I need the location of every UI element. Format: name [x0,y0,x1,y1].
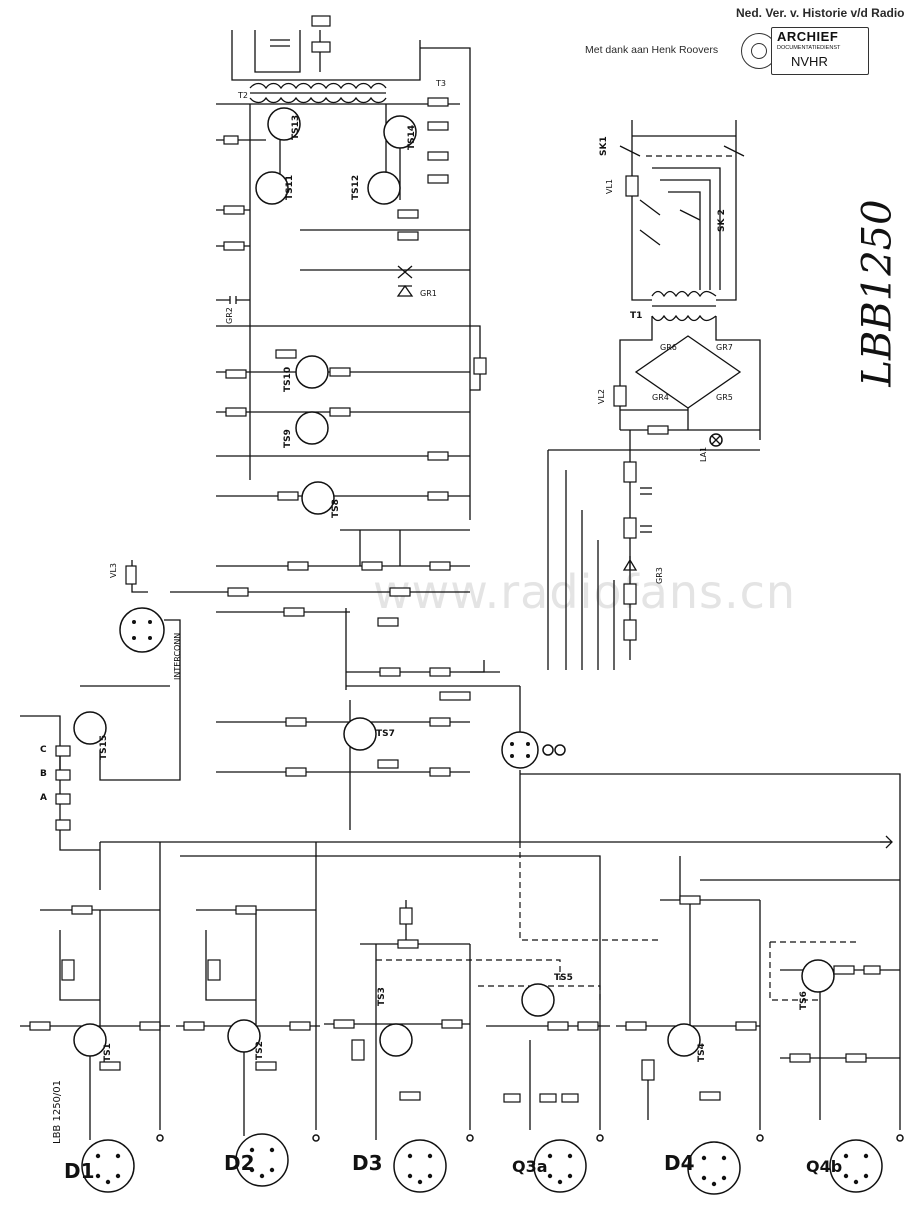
d4-label: D4 [664,1151,695,1175]
ts8-label: TS8 [331,499,341,518]
sk1-label: SK1 [599,136,609,156]
q4b-label: Q4b [806,1157,842,1176]
vl3-label: VL3 [109,563,118,578]
gr2-label: GR2 [225,307,234,324]
gr4-label: GR4 [652,393,669,402]
ts6-label: TS6 [799,991,809,1010]
ts13-label: TS13 [291,115,301,140]
t1-label: T1 [630,311,642,321]
acknowledgement: Met dank aan Henk Roovers [585,44,719,56]
d3-label: D3 [352,1151,383,1175]
selector-a-label: A [40,793,47,803]
sk2-label: SK 2 [717,209,727,232]
d3-connector[interactable] [393,1139,447,1193]
la1-label: LA1 [699,447,708,462]
ts15-label: TS15 [99,735,109,760]
t3-label: T3 [435,79,446,88]
ts3-symbol [379,1023,413,1057]
vl2-label: VL2 [597,389,606,404]
gr7-label: GR7 [716,343,733,352]
d2-label: D2 [224,1151,255,1175]
ts9-label: TS9 [283,429,293,448]
ts6-symbol [801,959,835,993]
q4b-connector[interactable] [829,1139,883,1193]
channel-4: TS4 D4 [616,895,764,1195]
channel-q4b: TS6 Q4b [780,959,904,1193]
stamp-line-3: NVHR [791,54,828,69]
stamp-line-1: ARCHIEF [777,29,839,44]
ts13-symbol [267,107,301,141]
d2-connector[interactable] [235,1133,289,1187]
selector-b-label: B [40,769,47,779]
output-socket [501,731,566,769]
ts7-label: TS7 [376,729,395,739]
model-label: LBB 1250/01 [52,1080,63,1144]
channel-1: TS1 D1 LBB 1250/01 [20,905,170,1193]
q3a-label: Q3a [512,1157,548,1176]
gr3-label: GR3 [655,567,664,584]
t2-label: T2 [237,91,248,100]
ts8-symbol [301,481,335,515]
ts7-symbol [343,717,377,751]
driver-chain: GR2 TS10 TS9 TS8 [216,200,487,518]
interconn-label: INTERCONN [173,633,182,680]
output-socket-connector[interactable] [501,731,539,769]
stamp-box [771,27,869,75]
ts10-symbol [295,355,329,389]
d4-connector[interactable] [687,1141,741,1195]
archive-stamp: ARCHIEF DOCUMENTATIEDIENST NVHR [741,27,869,75]
vl1-label: VL1 [605,179,614,194]
ts12-symbol [367,171,401,205]
mixer-bus [170,529,521,740]
ts5-symbol [521,983,555,1017]
ts7-stage: TS7 [216,700,470,830]
ts3-label: TS3 [377,987,387,1006]
ts2-label: TS2 [255,1041,265,1060]
ts1-label: TS1 [103,1043,113,1062]
ts1-symbol [73,1023,107,1057]
ts12-label: TS12 [351,175,361,200]
output-transformer: T2 T3 [231,15,471,520]
q3a-connector[interactable] [533,1139,587,1193]
ts9-symbol [295,411,329,445]
d1-label: D1 [64,1159,95,1183]
channel-2: TS2 D2 [176,905,320,1187]
ts4-label: TS4 [697,1043,707,1062]
d1-connector[interactable] [81,1139,135,1193]
ts11-label: TS11 [285,175,295,200]
ts4-symbol [667,1023,701,1057]
ts14-symbol [383,115,417,149]
archive-title: Ned. Ver. v. Historie v/d Radio [736,6,905,20]
gr6-label: GR6 [660,343,677,352]
stamp-line-2: DOCUMENTATIEDIENST [777,45,841,51]
ts5-label: TS5 [554,973,573,983]
gr5-label: GR5 [716,393,733,402]
channel-3: TS3 D3 [324,900,561,1193]
ts11-symbol [255,171,289,205]
output-stage: TS13 TS14 TS11 TS12 GR1 [216,97,470,298]
ts10-label: TS10 [283,367,293,392]
ts15-symbol [73,711,107,745]
interconn-connector[interactable] [119,607,165,653]
power-supply: SK1 VL1 SK 2 T1 GR6 GR7 GR4 GR5 VL2 [547,120,761,670]
gr1-label: GR1 [420,289,437,298]
ts14-label: TS14 [407,125,417,150]
selector-c-label: C [40,745,47,755]
interconn-section: VL3 INTERCONN TS15 C B A [20,560,182,851]
channel-q3a: TS5 Q3a [486,950,610,1193]
